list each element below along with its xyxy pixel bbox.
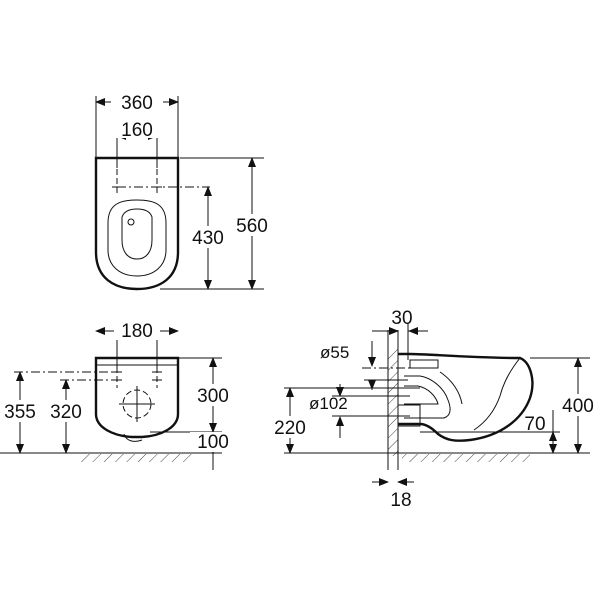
top-view: 360 160 430 560 <box>94 90 274 291</box>
dim-360: 360 <box>121 93 153 114</box>
dim-400: 400 <box>562 396 594 417</box>
wall-hatch <box>388 348 398 456</box>
dim-560: 560 <box>236 216 268 237</box>
dim-30: 30 <box>391 308 412 329</box>
bowl-side-outline <box>398 352 534 442</box>
side-view: 30 ø55 ø102 220 400 <box>268 308 600 511</box>
dim-18: 18 <box>390 490 411 511</box>
front-view: 180 355 320 300 <box>0 320 236 470</box>
dim-diameter-55: ø55 <box>320 343 349 362</box>
dim-160: 160 <box>121 120 153 141</box>
bowl-top-inner <box>107 199 167 277</box>
bowl-front-outline <box>94 356 180 439</box>
dim-430: 430 <box>192 228 224 249</box>
dim-diameter-102: ø102 <box>309 394 348 413</box>
dim-355: 355 <box>4 402 36 423</box>
dim-300: 300 <box>197 386 229 407</box>
bowl-top-opening <box>121 208 153 260</box>
dim-320: 320 <box>50 402 82 423</box>
dim-100: 100 <box>197 432 229 453</box>
dim-70: 70 <box>524 414 545 435</box>
dim-220: 220 <box>274 418 306 439</box>
dim-180: 180 <box>121 321 153 342</box>
bowl-top-outline <box>94 156 180 291</box>
